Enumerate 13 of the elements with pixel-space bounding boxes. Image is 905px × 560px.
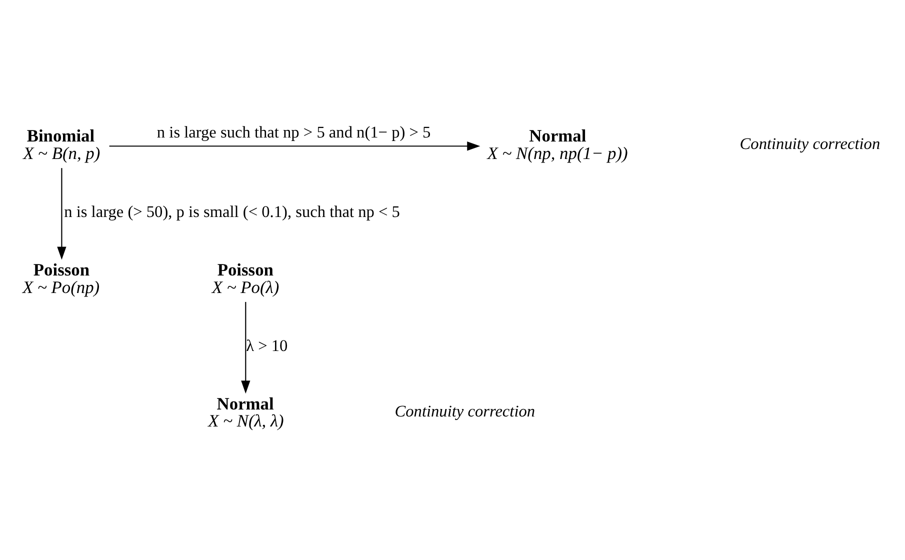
label: Continuity correction [739, 134, 880, 153]
edge-label: n is large (> 50), p is small (< 0.1), such that np < 5 [64, 202, 400, 221]
node-text: Poisson X ~ Po(λ) [211, 259, 279, 297]
label: Continuity correction [394, 402, 535, 421]
arrow [108, 142, 480, 151]
node-text: Poisson X ~ Po(np) [22, 259, 100, 297]
node-text: Binomial X ~ B(n, p) [22, 126, 100, 163]
node-text: Normal X ~ N(λ, λ) [208, 393, 284, 431]
arrow [240, 302, 250, 394]
node-text: Normal X ~ N(np, np(1− p)) [486, 126, 628, 163]
arrow [56, 168, 66, 260]
edge-label: n is large such that np > 5 and n(1− p) > 5 [156, 122, 430, 142]
edge-label: λ > 10 [246, 336, 288, 355]
